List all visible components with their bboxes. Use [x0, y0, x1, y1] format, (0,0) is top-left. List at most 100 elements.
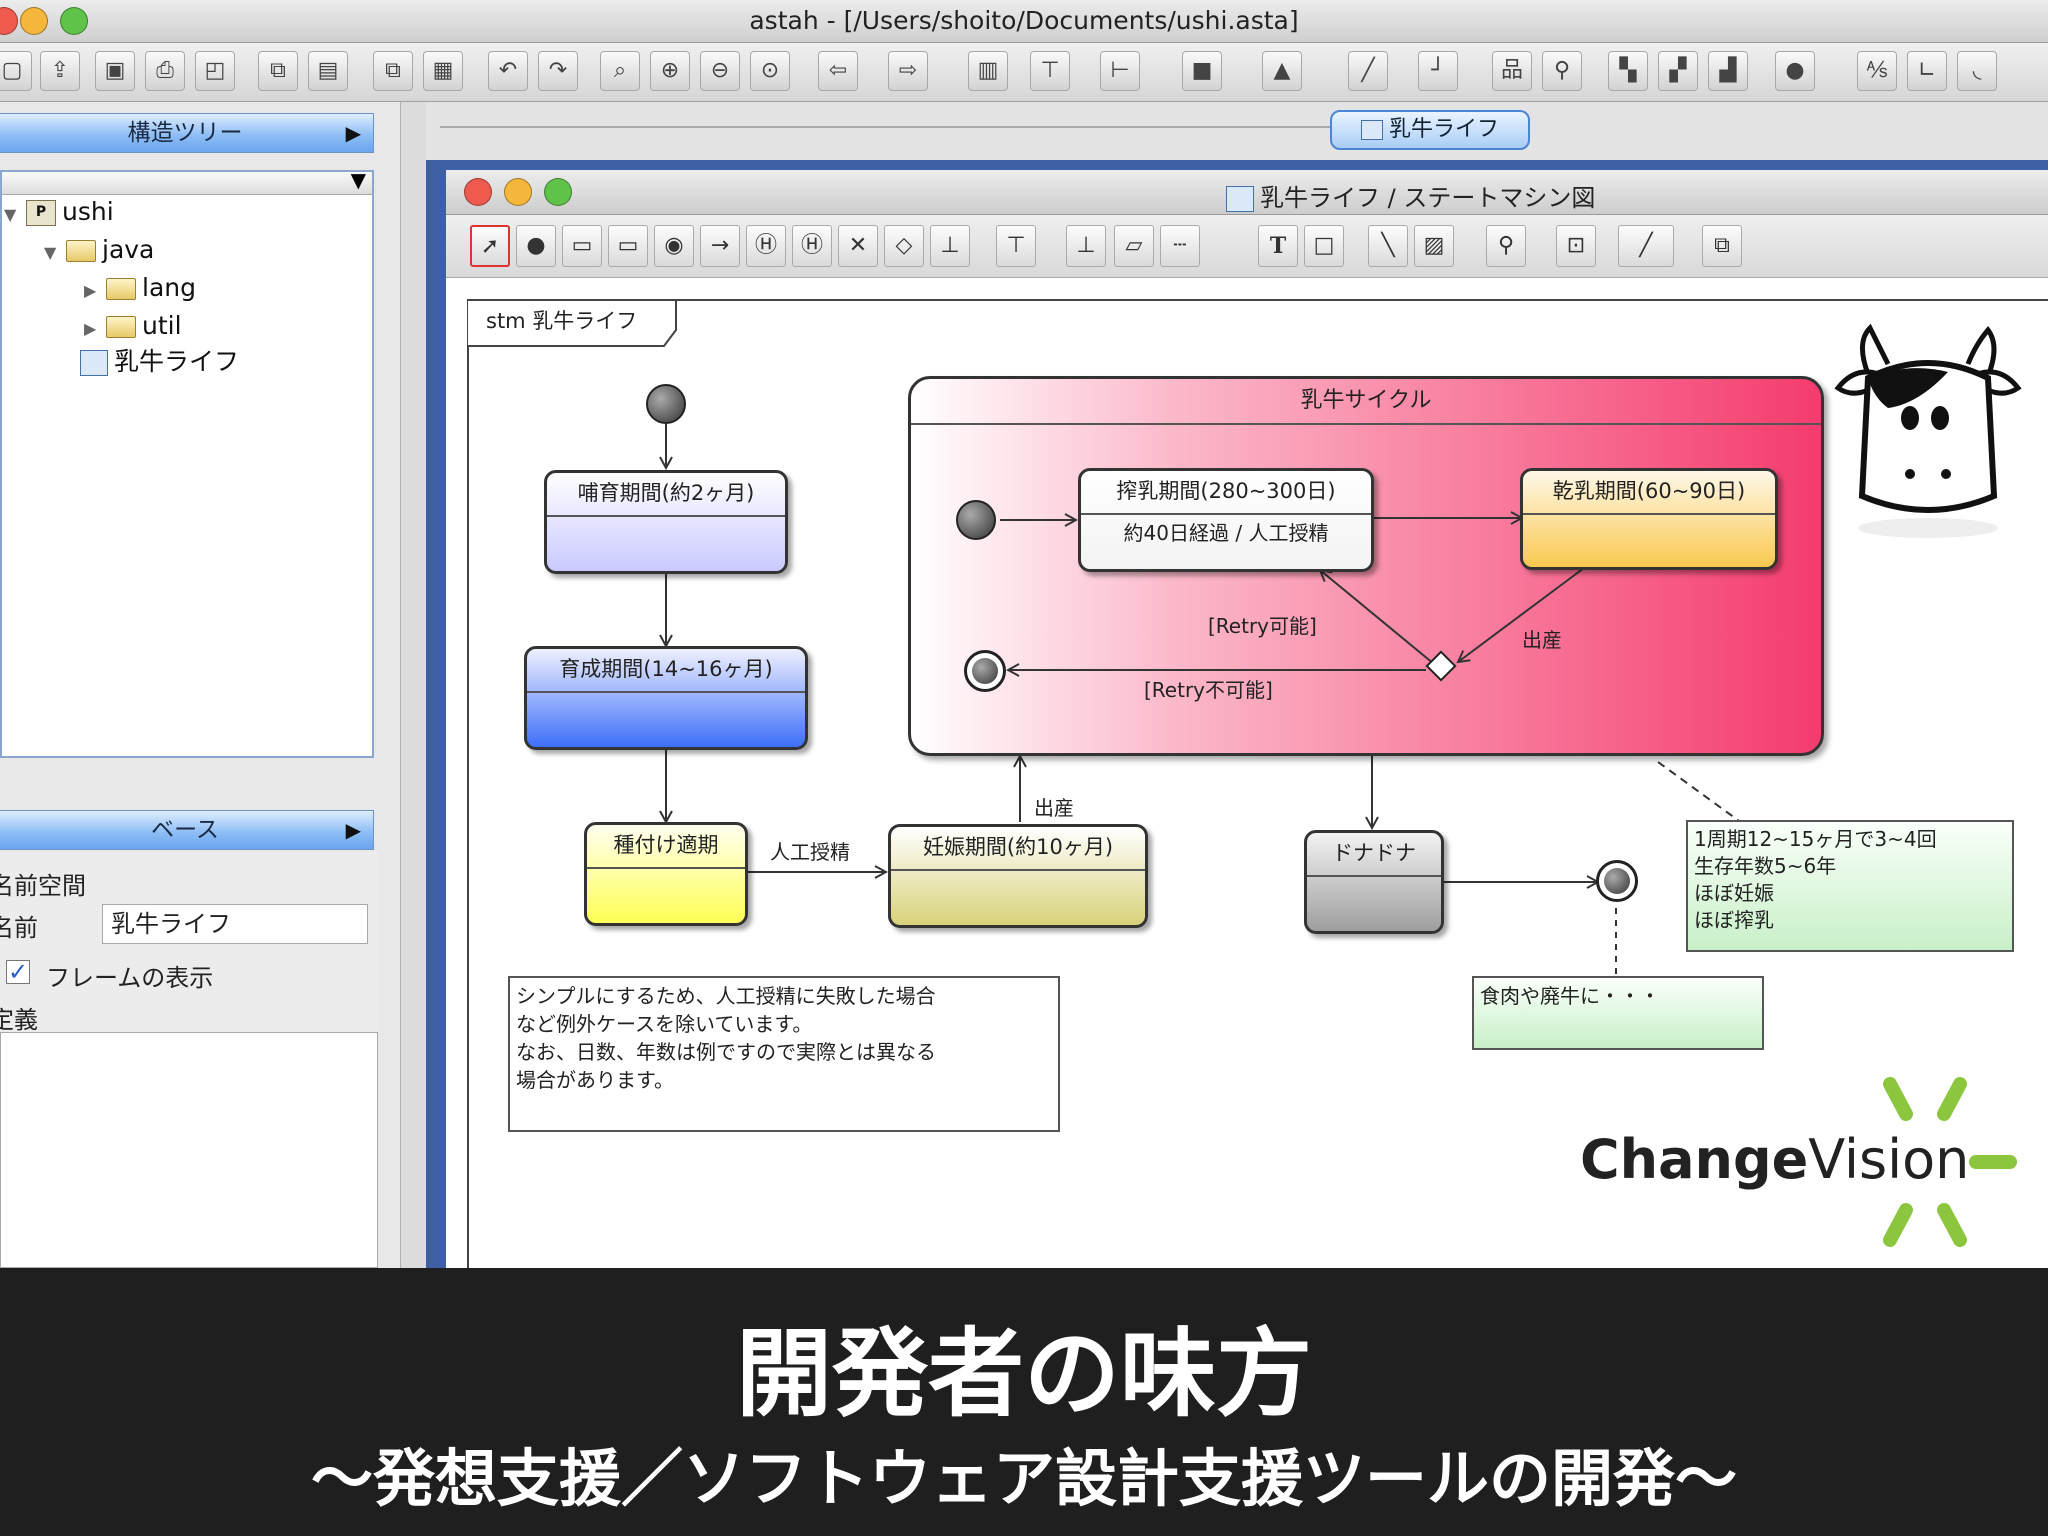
structure-tree-header[interactable]: 構造ツリー ▶: [0, 113, 374, 153]
frame-label-box: [468, 299, 677, 347]
pin-tool-icon[interactable]: ⚲: [1486, 225, 1526, 267]
note-meat[interactable]: 食肉や廃牛に・・・: [1472, 976, 1764, 1050]
logo-vision-text: Vision: [1808, 1128, 1970, 1191]
note-cycle-info[interactable]: 1周期12~15ヶ月で3~4回 生存年数5~6年 ほぼ妊娠 ほぼ搾乳: [1686, 820, 2014, 952]
diagram-canvas[interactable]: [446, 278, 2048, 1268]
line-tool-icon[interactable]: ╲: [1368, 225, 1408, 267]
line-corner-icon[interactable]: ┘: [1418, 51, 1458, 91]
line-type-tool-icon[interactable]: ╱: [1618, 225, 1674, 267]
zoom-out-icon[interactable]: ⊖: [700, 51, 740, 91]
print-preview-icon[interactable]: ◰: [195, 51, 235, 91]
deep-history-tool-icon[interactable]: Ⓗ: [792, 225, 832, 267]
zoom-diagram-button[interactable]: [544, 178, 572, 206]
corner-line-icon[interactable]: ∟: [1907, 51, 1947, 91]
submachine-state-tool-icon[interactable]: ▭: [608, 225, 648, 267]
align-top-icon[interactable]: ⊤: [1030, 51, 1070, 91]
align-left-icon[interactable]: ⊢: [1100, 51, 1140, 91]
state-donadona[interactable]: ドナドナ: [1304, 830, 1444, 934]
transition-choice-milking[interactable]: [1320, 570, 1435, 665]
state-breeding[interactable]: 種付け適期: [584, 822, 748, 926]
save-icon[interactable]: ▣: [95, 51, 135, 91]
line-style-icon[interactable]: ╱: [1348, 51, 1388, 91]
collapse-arrow-icon[interactable]: ▶: [345, 121, 361, 145]
final-state-tool-icon[interactable]: ◉: [654, 225, 694, 267]
partition-tool-icon[interactable]: ⊥: [1066, 225, 1106, 267]
fork-tool-icon[interactable]: ⊥: [930, 225, 970, 267]
initial-pseudostate[interactable]: [646, 384, 686, 424]
curve-line-icon[interactable]: ◟: [1957, 51, 1997, 91]
state-milking[interactable]: 搾乳期間(280~300日) 約40日経過 / 人工授精: [1078, 468, 1374, 572]
tree-item-lang[interactable]: ▶lang: [84, 272, 196, 304]
select-tool-icon[interactable]: ➚: [470, 225, 510, 267]
state-pregnancy[interactable]: 妊娠期間(約10ヶ月): [888, 824, 1148, 928]
print-icon[interactable]: ⎙: [145, 51, 185, 91]
tree-item-util[interactable]: ▶util: [84, 310, 182, 342]
collapse-arrow-icon[interactable]: ▶: [345, 818, 361, 842]
close-diagram-button[interactable]: [464, 178, 492, 206]
state-nursing[interactable]: 哺育期間(約2ヶ月): [544, 470, 788, 574]
rectangle-tool-icon[interactable]: □: [1304, 225, 1344, 267]
join-tool-icon[interactable]: ⊤: [996, 225, 1036, 267]
new-file-icon[interactable]: ▢: [0, 51, 32, 91]
zoom-in-icon[interactable]: ⊕: [650, 51, 690, 91]
fill-color-icon[interactable]: ■: [1182, 51, 1222, 91]
paste-icon[interactable]: ▤: [308, 51, 348, 91]
definition-textarea[interactable]: [0, 1032, 378, 1268]
copy-image-icon[interactable]: ⧉: [373, 51, 413, 91]
undo-icon[interactable]: ↶: [488, 51, 528, 91]
paste-image-icon[interactable]: ▦: [423, 51, 463, 91]
collapsed-arrow-icon[interactable]: ▶: [84, 319, 97, 338]
splitter[interactable]: [400, 102, 427, 1268]
dashed-line-tool-icon[interactable]: ┄: [1160, 225, 1200, 267]
back-icon[interactable]: ⇦: [818, 51, 858, 91]
choice-tool-icon[interactable]: ◇: [884, 225, 924, 267]
note-simplification[interactable]: シンプルにするため、人工授精に失敗した場合 など例外ケースを除いています。 なお…: [508, 976, 1060, 1132]
transition-dry-choice[interactable]: [1458, 567, 1585, 662]
name-field[interactable]: 乳牛ライフ: [102, 904, 368, 944]
open-file-icon[interactable]: ⇪: [40, 51, 80, 91]
split-icon[interactable]: ⅍: [1857, 51, 1897, 91]
shallow-history-tool-icon[interactable]: Ⓗ: [746, 225, 786, 267]
signal-tool-icon[interactable]: ▱: [1114, 225, 1154, 267]
terminate-tool-icon[interactable]: ✕: [838, 225, 878, 267]
search-icon[interactable]: ⌕: [600, 51, 640, 91]
expanded-arrow-icon[interactable]: ▼: [4, 205, 17, 224]
tree-item-java[interactable]: ▼java: [44, 234, 154, 266]
inner-final-state[interactable]: [964, 650, 1006, 692]
line-color-icon[interactable]: ▲: [1262, 51, 1302, 91]
initial-pseudostate-tool-icon[interactable]: ●: [516, 225, 556, 267]
ungroup-icon[interactable]: ▞: [1658, 51, 1698, 91]
choice-pseudostate[interactable]: [1425, 650, 1457, 682]
redo-icon[interactable]: ↷: [538, 51, 578, 91]
base-panel-header[interactable]: ベース ▶: [0, 810, 374, 850]
tab-cow-life[interactable]: 乳牛ライフ: [1330, 110, 1530, 150]
shape-icon[interactable]: ●: [1775, 51, 1815, 91]
state-dry[interactable]: 乾乳期間(60~90日): [1520, 468, 1778, 570]
final-state[interactable]: [1596, 860, 1638, 902]
transition-tool-icon[interactable]: →: [700, 225, 740, 267]
frame-checkbox[interactable]: ✓: [6, 958, 30, 986]
forward-icon[interactable]: ⇨: [888, 51, 928, 91]
group-icon[interactable]: ▚: [1608, 51, 1648, 91]
minimize-diagram-button[interactable]: [504, 178, 532, 206]
layout-icon[interactable]: ▥: [968, 51, 1008, 91]
tree-item-cow-life[interactable]: 乳牛ライフ: [80, 346, 239, 378]
state-raising[interactable]: 育成期間(14~16ヶ月): [524, 646, 808, 750]
text-tool-icon[interactable]: T: [1258, 225, 1298, 267]
frame-tool-icon[interactable]: ⊡: [1556, 225, 1596, 267]
tree-layout-up-icon[interactable]: ⚲: [1542, 51, 1582, 91]
expanded-arrow-icon[interactable]: ▼: [44, 243, 57, 262]
minimize-window-button[interactable]: [20, 7, 48, 35]
state-tool-icon[interactable]: ▭: [562, 225, 602, 267]
tree-menu-arrow-icon[interactable]: ▼: [350, 168, 366, 192]
image-tool-icon[interactable]: ▨: [1414, 225, 1454, 267]
tree-layout-icon[interactable]: 品: [1492, 51, 1532, 91]
copy-icon[interactable]: ⧉: [258, 51, 298, 91]
collapsed-arrow-icon[interactable]: ▶: [84, 281, 97, 300]
layer-tool-icon[interactable]: ⧉: [1702, 225, 1742, 267]
inner-initial-pseudostate[interactable]: [956, 500, 996, 540]
zoom-window-button[interactable]: [60, 7, 88, 35]
arrange-icon[interactable]: ▟: [1708, 51, 1748, 91]
zoom-fit-icon[interactable]: ⊙: [750, 51, 790, 91]
